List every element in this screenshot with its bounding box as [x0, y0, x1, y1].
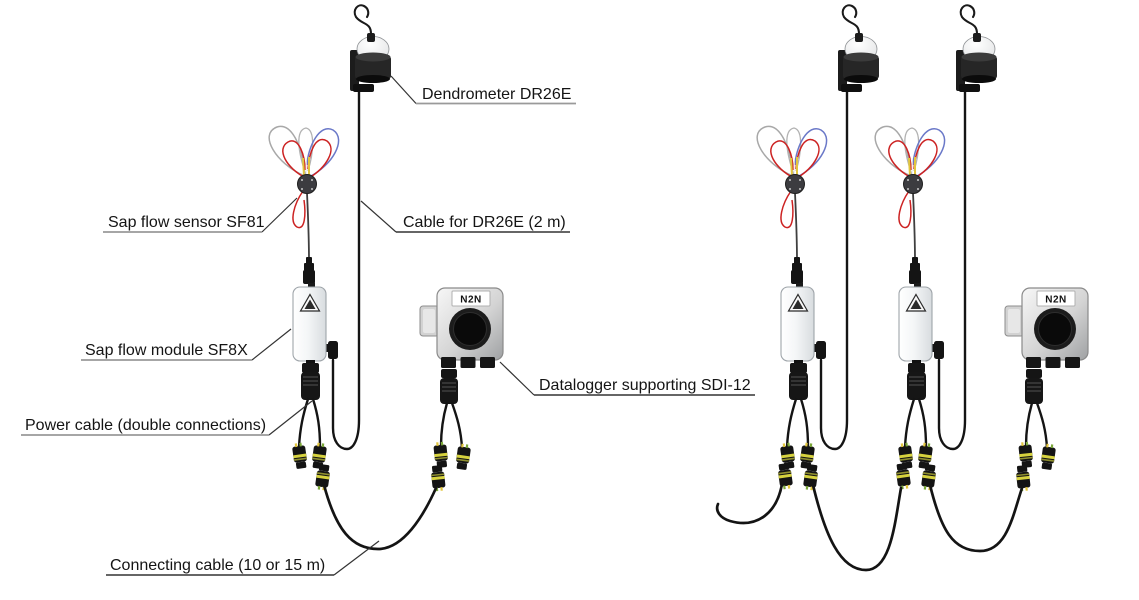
- label-dendrometer: Dendrometer DR26E: [422, 86, 571, 103]
- leader-line: [261, 197, 298, 233]
- callout-connecting-cable: Connecting cable (10 or 15 m): [106, 540, 380, 576]
- leader-line: [268, 400, 313, 436]
- power-trailing-cable: [715, 482, 784, 525]
- connecting-cable-3: [928, 483, 1024, 553]
- callout-dendrometer: Dendrometer DR26E: [390, 75, 576, 105]
- label-sap-flow-sensor: Sap flow sensor SF81: [108, 214, 265, 231]
- callout-datalogger: Datalogger supporting SDI-12: [499, 361, 755, 396]
- station-2: [757, 5, 879, 490]
- station-1: [269, 5, 391, 490]
- leader-line: [251, 328, 292, 361]
- datalogger-2: [1005, 288, 1088, 492]
- label-power-cable: Power cable (double connections): [25, 417, 266, 434]
- leader-line: [499, 361, 535, 396]
- datalogger-1: [420, 288, 503, 492]
- leader-line: [360, 200, 397, 233]
- leader-line: [390, 75, 417, 104]
- datalogger-badge-text: N2N: [460, 295, 482, 306]
- label-connecting-cable: Connecting cable (10 or 15 m): [110, 557, 325, 574]
- datalogger-badge-text-2: N2N: [1045, 295, 1067, 306]
- label-sap-flow-module: Sap flow module SF8X: [85, 342, 248, 359]
- callout-cable-dr26e: Cable for DR26E (2 m): [360, 200, 570, 233]
- label-cable-dr26e: Cable for DR26E (2 m): [403, 214, 566, 231]
- connecting-cable-2: [811, 483, 903, 572]
- station-3: [875, 5, 997, 490]
- callout-power-cable: Power cable (double connections): [21, 400, 313, 436]
- label-datalogger: Datalogger supporting SDI-12: [539, 377, 751, 394]
- leader-line: [333, 540, 380, 576]
- connecting-cable-1: [322, 483, 438, 551]
- callout-sap-flow-sensor: Sap flow sensor SF81: [103, 197, 298, 233]
- callout-sap-flow-module: Sap flow module SF8X: [81, 328, 292, 361]
